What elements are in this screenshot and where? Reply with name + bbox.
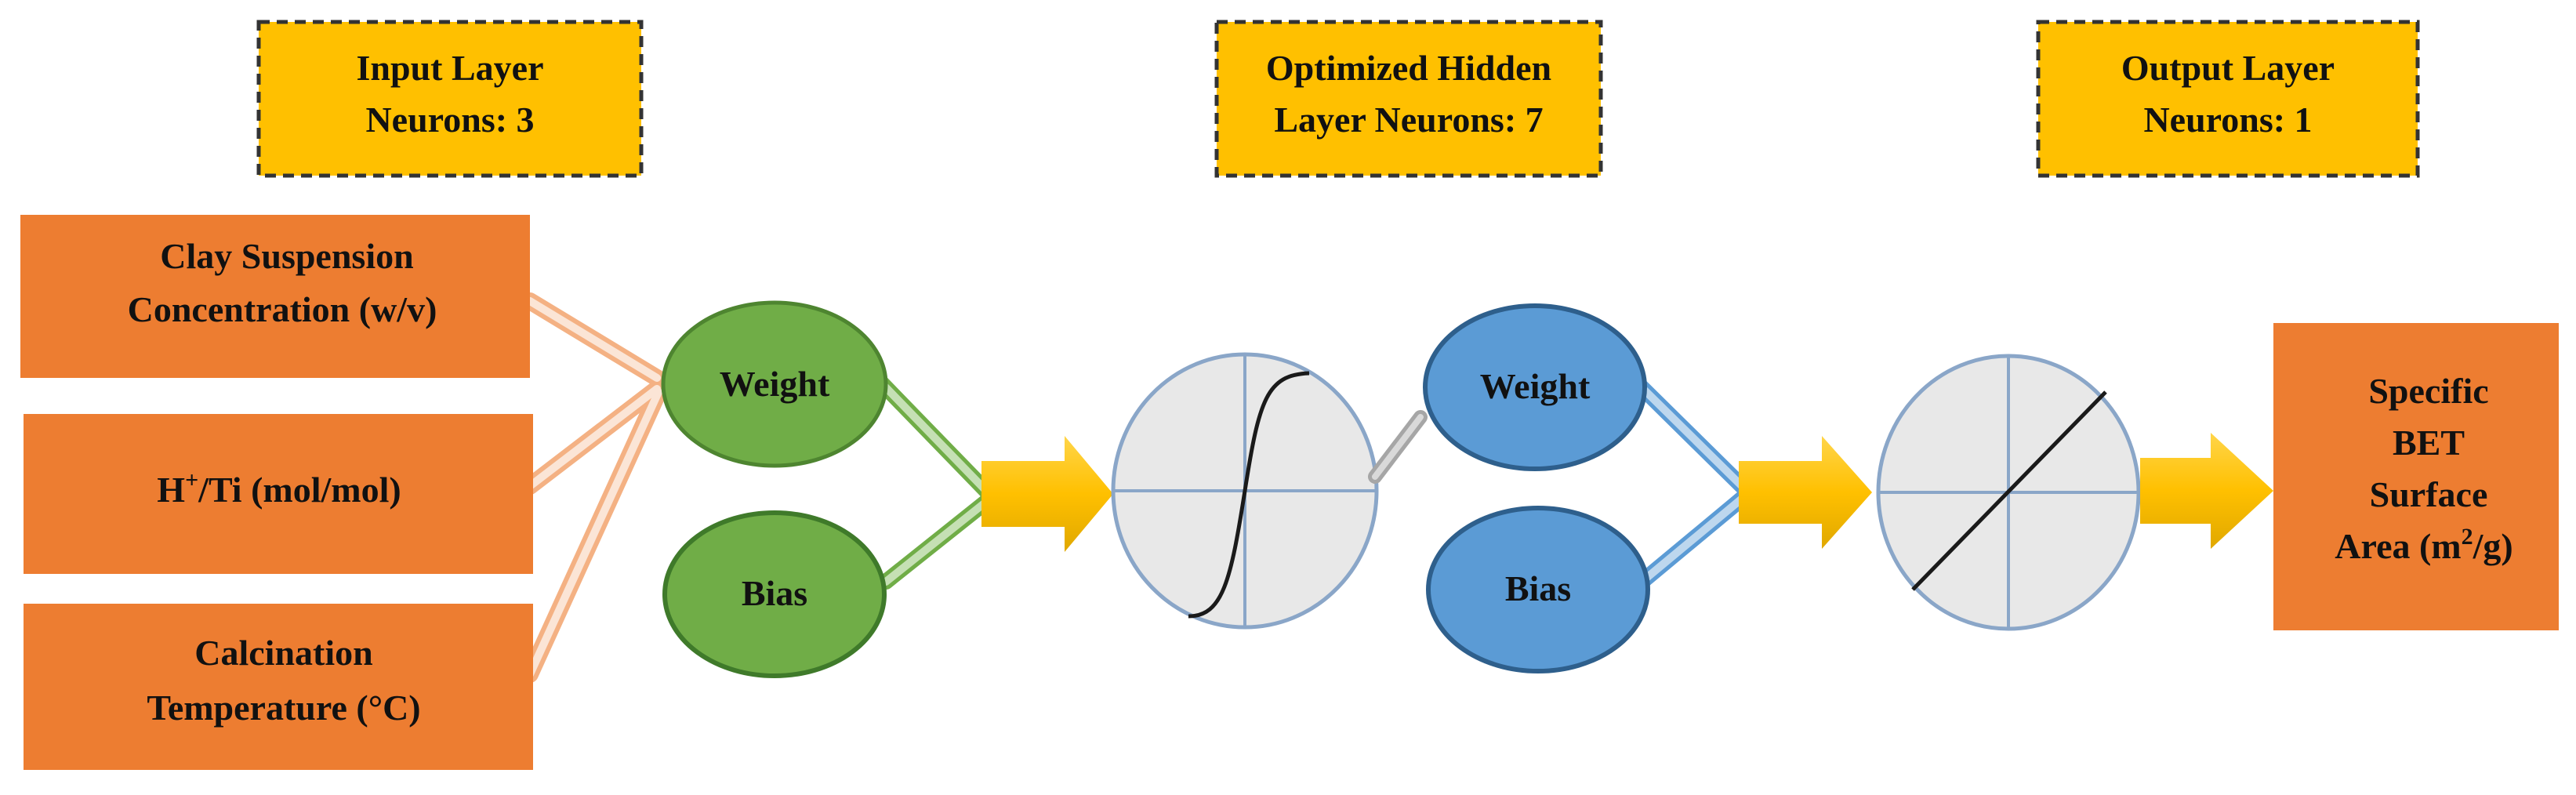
output-weight-label: Weight <box>1480 366 1591 406</box>
output-line4-suffix: /g) <box>2473 526 2513 566</box>
yellow-arrow-1 <box>981 436 1113 552</box>
output-bet-surface-area: Specific BET Surface Area (m2/g) <box>2273 323 2559 630</box>
output-layer-header: Output Layer Neurons: 1 <box>2036 20 2420 178</box>
output-line3: Surface <box>2370 474 2488 514</box>
grey-connector <box>1368 410 1428 484</box>
hidden-bias-label: Bias <box>742 573 807 613</box>
sigmoid-activation <box>1111 352 1379 630</box>
linear-activation <box>1876 354 2141 631</box>
input-calcination-temperature: Calcination Temperature (°C) <box>24 604 533 770</box>
hidden-layer-neurons: Layer Neurons: 7 <box>1274 100 1543 140</box>
hidden-layer-header: Optimized Hidden Layer Neurons: 7 <box>1214 20 1603 178</box>
hidden-bias-node: Bias <box>662 510 887 678</box>
input-connectors <box>521 292 667 683</box>
output-layer-title: Output Layer <box>2121 48 2335 88</box>
yellow-arrow-3 <box>2140 433 2273 549</box>
input-clay-line2: Concentration (w/v) <box>128 289 437 329</box>
svg-text:Area (m2/g): Area (m2/g) <box>2335 524 2513 566</box>
hidden-weight-node: Weight <box>661 300 888 468</box>
output-line4-prefix: Area (m <box>2335 526 2461 566</box>
hidden-connectors <box>873 375 994 590</box>
input-h-ti-ratio: H+/Ti (mol/mol) <box>24 414 533 574</box>
output-line4-sup: 2 <box>2462 524 2473 550</box>
output-bias-node: Bias <box>1426 506 1650 673</box>
hidden-weight-label: Weight <box>720 364 830 404</box>
output-bias-label: Bias <box>1505 568 1571 608</box>
yellow-arrow-2 <box>1739 436 1872 549</box>
output-layer-neurons: Neurons: 1 <box>2143 100 2312 140</box>
output-connectors <box>1627 373 1750 591</box>
output-line1: Specific <box>2368 371 2488 411</box>
input-ratio-prefix: H <box>157 470 185 510</box>
output-line2: BET <box>2393 423 2465 463</box>
input-ratio-sup: + <box>185 467 198 493</box>
input-clay-suspension: Clay Suspension Concentration (w/v) <box>20 215 530 378</box>
input-layer-neurons: Neurons: 3 <box>365 100 534 140</box>
output-weight-node: Weight <box>1423 303 1647 471</box>
input-layer-title: Input Layer <box>357 48 544 88</box>
input-ratio-suffix: /Ti (mol/mol) <box>198 470 401 510</box>
input-calcination-line1: Calcination <box>194 633 372 673</box>
svg-text:H+/Ti (mol/mol): H+/Ti (mol/mol) <box>157 467 401 510</box>
input-calcination-line2: Temperature (°C) <box>147 688 420 728</box>
hidden-layer-title: Optimized Hidden <box>1266 48 1551 88</box>
input-clay-line1: Clay Suspension <box>160 236 413 276</box>
input-layer-header: Input Layer Neurons: 3 <box>256 20 644 178</box>
